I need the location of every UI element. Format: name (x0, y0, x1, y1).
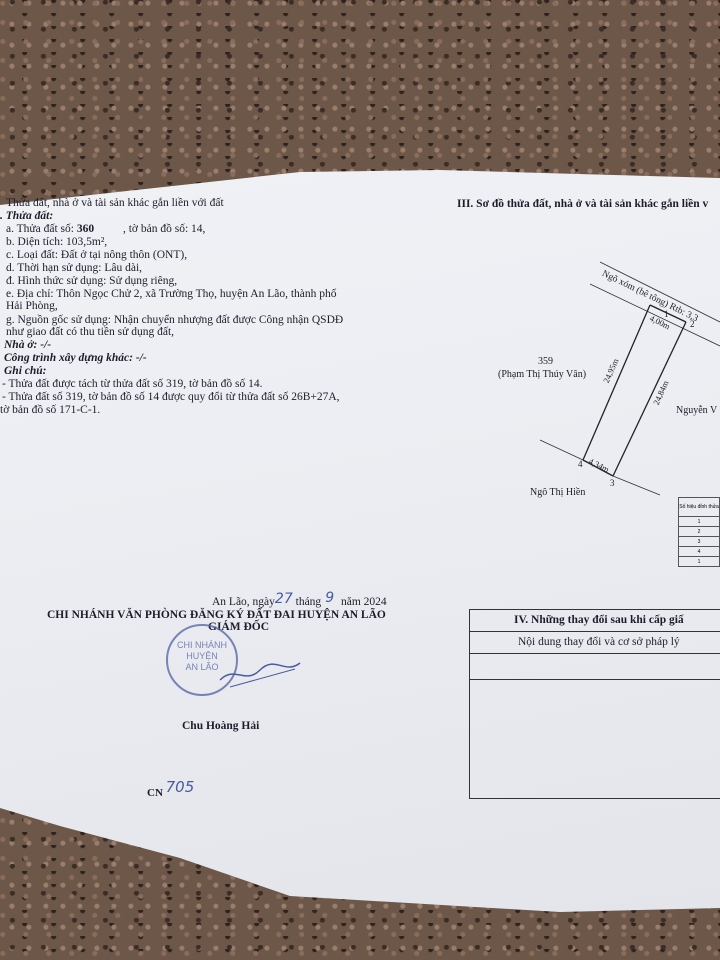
land-type-line: c. Loại đất: Đất ở tại nông thôn (ONT), (6, 249, 188, 261)
stamp-text-3: AN LÃO (185, 662, 219, 672)
month-word: tháng (295, 596, 322, 608)
signer-name: Chu Hoàng Hải (182, 720, 260, 732)
note-2: - Thửa đất số 319, tờ bản đồ số 14 được … (2, 391, 340, 403)
house-line: Nhà ở: -/- (4, 339, 52, 351)
handwritten-month: 9 (325, 590, 335, 606)
table-row: 3 (678, 536, 720, 547)
vertex-coordinate-table: Số hiệu đỉnh thửa 1 2 3 4 1 (678, 497, 720, 567)
date-prefix: An Lão, ngày (212, 596, 275, 608)
origin-line: g. Nguồn gốc sử dụng: Nhận chuyển nhượng… (6, 314, 344, 326)
table-row: 1 (678, 556, 720, 567)
vertex-3: 3 (610, 478, 615, 488)
note-1: - Thửa đất được tách từ thửa đất số 319,… (2, 378, 263, 390)
handwritten-day: 27 (274, 591, 293, 607)
diagram-heading: III. Sơ đồ thửa đất, nhà ở và tài sản kh… (457, 198, 709, 210)
neighbor-owner-east: Nguyễn V (676, 405, 718, 416)
origin-line-2: như giao đất có thu tiền sử dụng đất, (6, 326, 175, 338)
changes-column-header: Nội dung thay đổi và cơ sở pháp lý (470, 632, 720, 654)
vertex-2: 2 (690, 319, 695, 329)
parcel-number-line: a. Thửa đất số: 360 , tờ bản đồ số: 14, (6, 223, 205, 236)
year: năm 2024 (340, 596, 387, 608)
neighbor-owner-south: Ngô Thị Hiền (530, 487, 586, 498)
stamp-text-2: HUYỆN (186, 651, 218, 661)
changes-section: IV. Những thay đổi sau khi cấp giấ Nội d… (469, 609, 720, 799)
neighbor-parcel-number: 359 (538, 356, 553, 367)
changes-divider (470, 679, 720, 680)
changes-section-title: IV. Những thay đổi sau khi cấp giấ (470, 610, 720, 632)
neighbor-owner-west: (Phạm Thị Thúy Vân) (498, 369, 587, 380)
cert-code-prefix: CN (147, 787, 163, 799)
table-header: Số hiệu đỉnh thửa (678, 497, 720, 517)
notes-heading: Ghi chú: (4, 365, 47, 377)
parcel-subheading: . Thửa đất: (0, 210, 54, 222)
address-line-2: Hải Phòng, (6, 300, 58, 312)
address-line: e. Địa chỉ: Thôn Ngọc Chử 2, xã Trường T… (6, 288, 337, 300)
vertex-1: 1 (664, 309, 669, 319)
official-red-stamp: CHI NHÁNH HUYỆN AN LÃO (166, 624, 238, 696)
certificate-code: CN 705 (147, 780, 194, 800)
issuing-office: CHI NHÁNH VĂN PHÒNG ĐĂNG KÝ ĐẤT ĐAI HUYỆ… (47, 609, 386, 621)
parcel-number-label: a. Thửa đất số: (6, 223, 74, 235)
table-row: 4 (678, 546, 720, 557)
note-3: tờ bản đồ số 171-C-1. (0, 404, 101, 416)
area-line: b. Diện tích: 103,5m², (6, 236, 108, 248)
table-row: 2 (678, 526, 720, 537)
parcel-number: 360 (76, 223, 95, 235)
stamp-text-1: CHI NHÁNH (176, 640, 227, 650)
term-line: d. Thời hạn sử dụng: Lâu dài, (6, 262, 143, 274)
vertex-4: 4 (578, 459, 583, 469)
other-construction-line: Công trình xây dựng khác: -/- (4, 352, 147, 364)
signature-mark (219, 662, 301, 688)
handwritten-cert-number: 705 (165, 778, 195, 796)
map-sheet-number: , tờ bản đồ số: 14, (122, 223, 206, 235)
section-heading: Thửa đất, nhà ở và tài sản khác gắn liền… (6, 197, 224, 209)
table-row: 1 (678, 516, 720, 527)
usage-form-line: đ. Hình thức sử dụng: Sử dụng riêng, (6, 275, 178, 287)
